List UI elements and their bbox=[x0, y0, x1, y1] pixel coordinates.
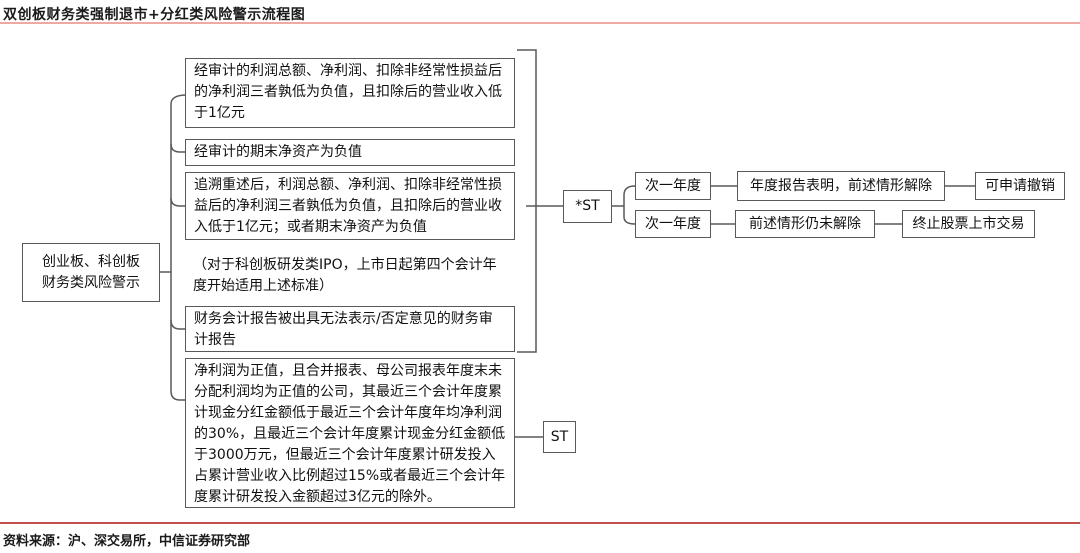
situation-resolved-box: 年度报告表明，前述情形解除 bbox=[737, 171, 945, 201]
star-st-box: *ST bbox=[563, 190, 612, 223]
ipo-note-text: （对于科创板研发类IPO，上市日起第四个会计年度开始适用上述标准） bbox=[193, 257, 497, 294]
apply-revoke-box: 可申请撤销 bbox=[975, 172, 1065, 200]
page-title: 双创板财务类强制退市+分红类风险警示流程图 bbox=[3, 7, 306, 23]
condition-box-negative-net-assets: 经审计的期末净资产为负值 bbox=[185, 139, 515, 166]
star-st-split-curve bbox=[623, 185, 636, 225]
condition-box-audit-opinion: 财务会计报告被出具无法表示/否定意见的财务审计报告 bbox=[185, 306, 515, 352]
branch-condition3-connector bbox=[170, 197, 187, 207]
st-box: ST bbox=[543, 421, 576, 453]
branch-condition4-connector bbox=[170, 319, 187, 330]
left-trunk-connector bbox=[170, 94, 188, 401]
terminate-listing-box: 终止股票上市交易 bbox=[902, 210, 1035, 238]
root-risk-warning-box: 创业板、科创板 财务类风险警示 bbox=[22, 243, 160, 302]
source-note: 资料来源：沪、深交易所，中信证券研究部 bbox=[3, 534, 251, 549]
footer-divider-rule bbox=[0, 522, 1080, 524]
right-group-bracket bbox=[517, 49, 537, 353]
situation-unresolved-box: 前述情形仍未解除 bbox=[735, 210, 875, 238]
next-year-box-1: 次一年度 bbox=[635, 172, 711, 200]
title-divider-rule bbox=[0, 22, 1080, 24]
dividend-condition-box: 净利润为正值，且合并报表、母公司报表年度末未分配利润均为正值的公司，其最近三个会… bbox=[185, 358, 515, 508]
condition-box-audited-profit: 经审计的利润总额、净利润、扣除非经常性损益后的净利润三者孰低为负值，且扣除后的营… bbox=[185, 58, 515, 128]
next-year-box-2: 次一年度 bbox=[635, 210, 711, 238]
branch-condition2-connector bbox=[170, 143, 187, 153]
condition-box-retrospective-restatement: 追溯重述后，利润总额、净利润、扣除非经常性损益后的净利润三者孰低为负值，且扣除后… bbox=[185, 172, 515, 240]
